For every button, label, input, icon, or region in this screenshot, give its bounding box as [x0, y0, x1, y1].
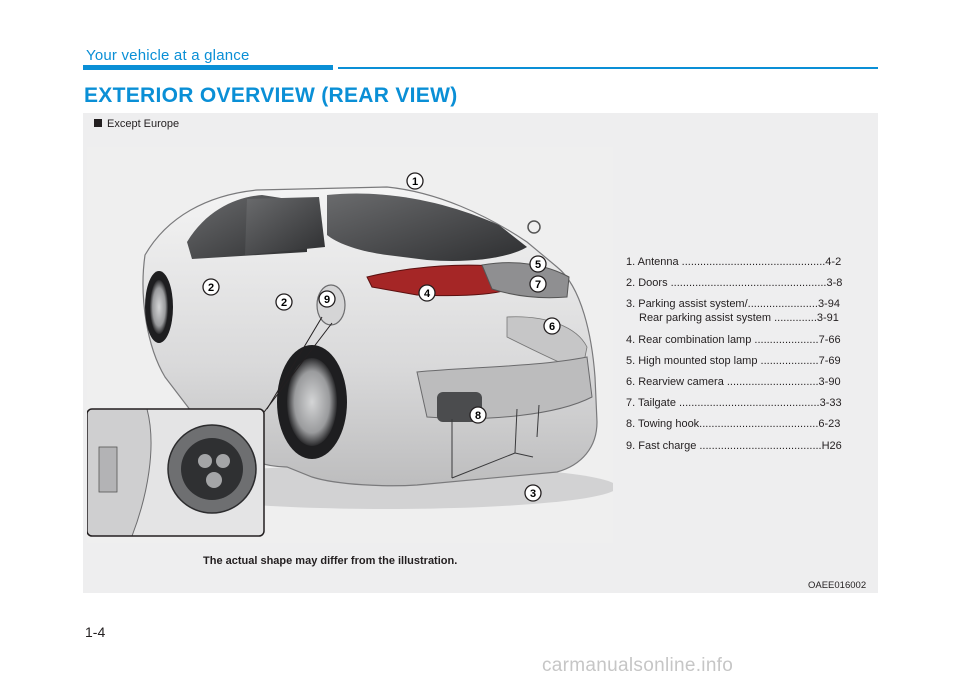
car-rear-illustration: 1 2 2 9 4 5 7 6 8 3 — [87, 147, 613, 543]
watermark: carmanualsonline.info — [542, 655, 734, 676]
parts-list-item: 1. Antenna .............................… — [626, 255, 866, 269]
parts-list-item: 2. Doors ...............................… — [626, 276, 866, 290]
callout-8: 8 — [475, 410, 481, 422]
parts-list-item: 4. Rear combination lamp ...............… — [626, 333, 866, 347]
image-code: OAEE016002 — [808, 580, 867, 591]
parts-list-item: 3. Parking assist system/...............… — [626, 297, 866, 325]
part-entry-high-mounted-stop-lamp: 5. High mounted stop lamp ..............… — [626, 354, 841, 367]
part-entry-antenna: 1. Antenna .............................… — [626, 256, 842, 268]
region-note-text: Except Europe — [107, 118, 180, 130]
part-entry-towing-hook: 8. Towing hook..........................… — [626, 418, 841, 431]
parts-list: 1. Antenna .............................… — [626, 255, 866, 460]
callout-6: 6 — [549, 321, 555, 333]
parts-list-item: 5. High mounted stop lamp ..............… — [626, 354, 866, 368]
part-entry-doors: 2. Doors ...............................… — [626, 277, 843, 290]
callout-4: 4 — [424, 288, 431, 300]
callout-1: 1 — [412, 176, 418, 188]
callout-7: 7 — [535, 279, 541, 291]
page-heading: EXTERIOR OVERVIEW (REAR VIEW) — [84, 84, 458, 107]
section-title: Your vehicle at a glance — [86, 47, 250, 64]
parts-list-item: 6. Rearview camera .....................… — [626, 375, 866, 389]
illustration-disclaimer: The actual shape may differ from the ill… — [203, 555, 458, 567]
parts-list-item: 7. Tailgate ............................… — [626, 396, 866, 410]
header-rule-thick — [83, 65, 333, 70]
bullet-square-icon — [94, 119, 102, 127]
callout-2-rear-door: 2 — [281, 297, 287, 309]
part-entry-rear-combination-lamp: 4. Rear combination lamp ...............… — [626, 333, 841, 346]
header-rule-thin — [338, 67, 878, 69]
parts-list-item: 9. Fast charge .........................… — [626, 439, 866, 453]
part-entry-tailgate: 7. Tailgate ............................… — [626, 397, 842, 410]
page-number: 1-4 — [85, 624, 106, 640]
part-subentry-rear-parking-assist: Rear parking assist system .............… — [639, 312, 839, 325]
callout-3: 3 — [530, 488, 536, 500]
callout-5: 5 — [535, 259, 541, 271]
part-entry-parking-assist: 3. Parking assist system/...............… — [626, 298, 840, 311]
callout-9: 9 — [324, 294, 330, 306]
region-note: Except Europe — [94, 118, 179, 130]
part-entry-fast-charge: 9. Fast charge .........................… — [626, 439, 842, 452]
parts-list-item: 8. Towing hook..........................… — [626, 417, 866, 431]
part-entry-rearview-camera: 6. Rearview camera .....................… — [626, 375, 841, 388]
callout-2-front-door: 2 — [208, 282, 214, 294]
